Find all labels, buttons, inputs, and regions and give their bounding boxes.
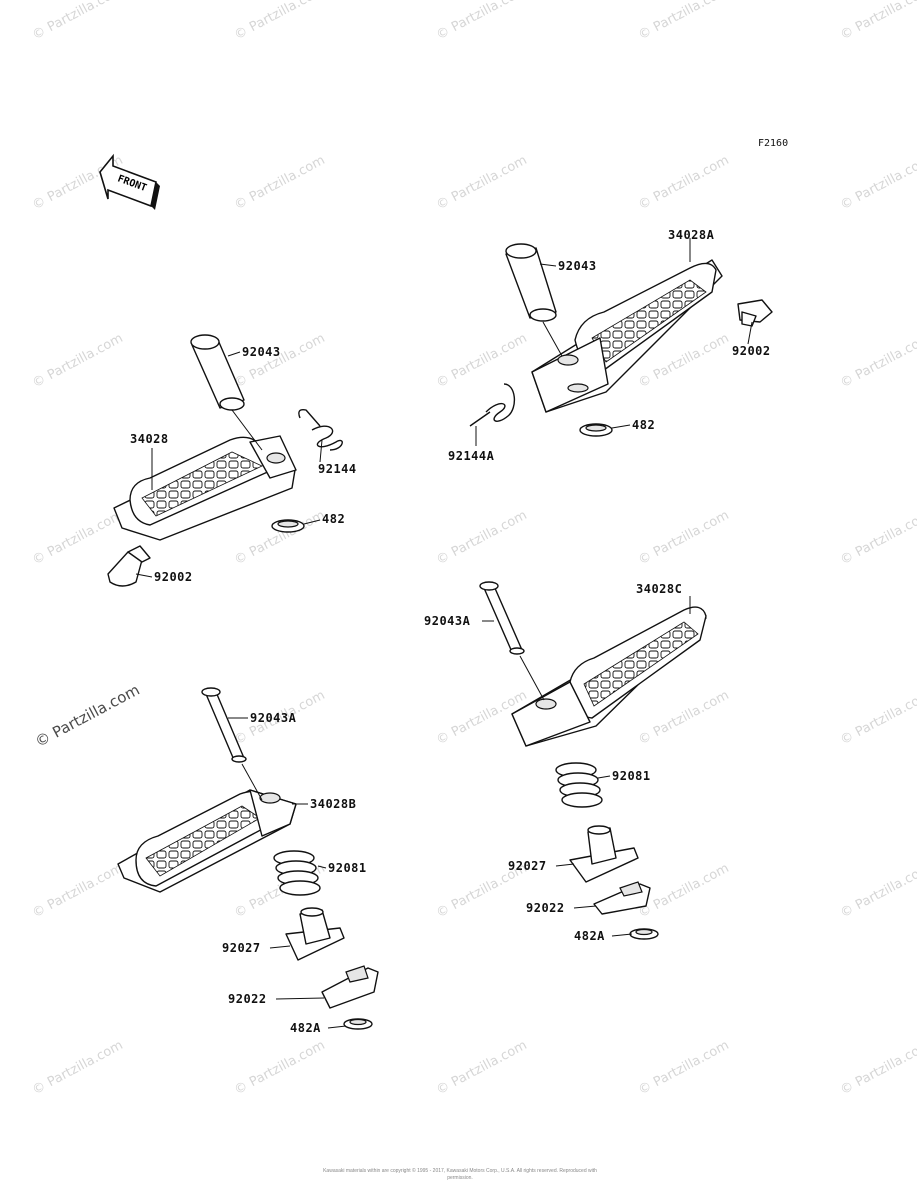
callout-label[interactable]: 92022 xyxy=(228,992,267,1006)
callout-label[interactable]: 92043A xyxy=(424,614,471,628)
pin-92043A xyxy=(201,687,263,801)
copyright-notice: Kawasaki materials within are copyright … xyxy=(323,1168,597,1181)
callout-label[interactable]: 92002 xyxy=(154,570,193,584)
bracket-92027-right xyxy=(569,825,639,883)
spring-92081 xyxy=(273,850,321,896)
callout-label[interactable]: 92043A xyxy=(250,711,297,725)
washer-482-right xyxy=(579,423,613,437)
footpeg-34028C xyxy=(511,606,707,747)
callout-label[interactable]: 34028A xyxy=(668,228,715,242)
spring-92081-right xyxy=(555,762,603,808)
callout-label[interactable]: 92022 xyxy=(526,901,565,915)
pin-92043A-right xyxy=(479,581,545,701)
callout-label[interactable]: 34028B xyxy=(310,797,357,811)
callout-label[interactable]: 34028 xyxy=(130,432,169,446)
front-arrow-icon: FRONT xyxy=(99,153,160,210)
bolt-92002 xyxy=(107,545,151,587)
callout-label[interactable]: 482 xyxy=(632,418,656,432)
callout-label[interactable]: 92002 xyxy=(732,344,771,358)
callout-label[interactable]: 482 xyxy=(322,512,346,526)
callout-label[interactable]: 92043 xyxy=(558,259,597,273)
callout-label[interactable]: 92144A xyxy=(448,449,495,463)
footpeg-34028 xyxy=(113,435,297,541)
washer-482 xyxy=(271,519,305,533)
callout-label[interactable]: 92081 xyxy=(328,861,367,875)
callout-label[interactable]: 34028C xyxy=(636,582,683,596)
callout-label[interactable]: 482A xyxy=(574,929,605,943)
washer-482A-right xyxy=(629,928,659,940)
spring-92144 xyxy=(298,408,343,451)
washer-482A xyxy=(343,1018,373,1030)
callout-label[interactable]: 92027 xyxy=(508,859,547,873)
pin-92043 xyxy=(190,334,263,451)
footpeg-34028B xyxy=(117,789,297,893)
pin-92043-right xyxy=(505,243,563,357)
callout-label[interactable]: 482A xyxy=(290,1021,321,1035)
callout-label[interactable]: 92081 xyxy=(612,769,651,783)
stopper-92022 xyxy=(321,965,379,1009)
footpeg-34028A xyxy=(531,259,723,413)
figure-id: F2160 xyxy=(758,138,789,149)
leader-lines xyxy=(135,238,753,1029)
bracket-92027 xyxy=(285,907,345,961)
callout-label[interactable]: 92144 xyxy=(318,462,357,476)
bolt-92002-right xyxy=(737,299,773,327)
callout-label[interactable]: 92043 xyxy=(242,345,281,359)
callout-label[interactable]: 92027 xyxy=(222,941,261,955)
stopper-92022-right xyxy=(593,881,651,915)
spring-92144A xyxy=(469,383,515,427)
